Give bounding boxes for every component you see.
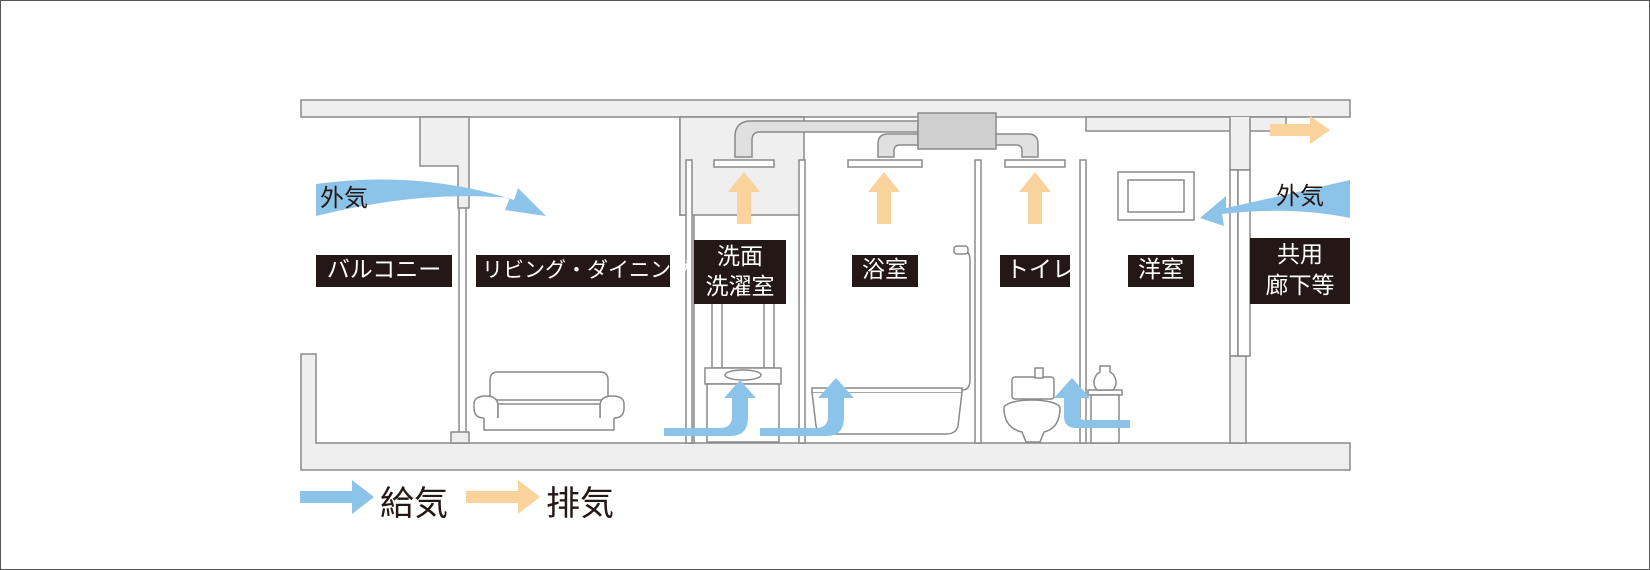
wall-tv: [1117, 171, 1195, 221]
window-sash-left: [450, 208, 470, 444]
bathtub-illustration: [811, 245, 971, 435]
legend-supply-label: 給気: [380, 484, 448, 524]
room-label-common-corridor: 共用 廊下等: [1250, 238, 1350, 304]
legend-exhaust-label: 排気: [546, 484, 614, 524]
supply-air-washroom: [664, 380, 756, 436]
room-label-common-line2: 廊下等: [1265, 273, 1335, 299]
room-label-living-dining-text: リビング・ダイニング: [482, 258, 692, 282]
room-label-common-line1: 共用: [1277, 242, 1323, 268]
sofa-illustration: [473, 371, 625, 431]
toilet-illustration: [1003, 367, 1061, 443]
balcony-beam: [419, 116, 470, 209]
room-label-washroom: 洗面 洗濯室: [694, 240, 786, 304]
room-label-western-room: 洋室: [1128, 255, 1194, 287]
legend-supply-arrow: [300, 480, 374, 514]
room-label-bathroom: 浴室: [852, 255, 918, 287]
room-label-toilet: トイレ: [1000, 255, 1075, 287]
floor-slab: [300, 353, 1351, 471]
supply-air-toilet: [1054, 378, 1130, 428]
supply-air-right: [1200, 180, 1350, 226]
exhaust-ducts: [734, 112, 1039, 158]
outside-air-label-left: 外気: [320, 184, 368, 212]
supply-air-left: [316, 179, 546, 216]
side-table-illustration: [1087, 365, 1123, 444]
outside-air-label-right: 外気: [1276, 182, 1324, 210]
room-label-washroom-line2: 洗濯室: [705, 274, 775, 300]
exhaust-air-arrows: [728, 116, 1330, 224]
ceiling-slab: [300, 99, 1351, 118]
partition-walls: [685, 159, 1251, 444]
exhaust-grilles: [713, 159, 1066, 168]
legend-exhaust-arrow: [466, 480, 540, 514]
room-label-western-room-text: 洋室: [1138, 257, 1184, 283]
room-label-balcony: バルコニー: [316, 255, 452, 287]
room-label-washroom-line1: 洗面: [717, 244, 763, 270]
room-label-toilet-text: トイレ: [1006, 257, 1075, 283]
supply-air-bath: [760, 378, 854, 436]
room-label-bathroom-text: 浴室: [862, 257, 908, 283]
room-label-living-dining: リビング・ダイニング: [476, 255, 692, 287]
room-label-balcony-text: バルコニー: [326, 257, 442, 283]
